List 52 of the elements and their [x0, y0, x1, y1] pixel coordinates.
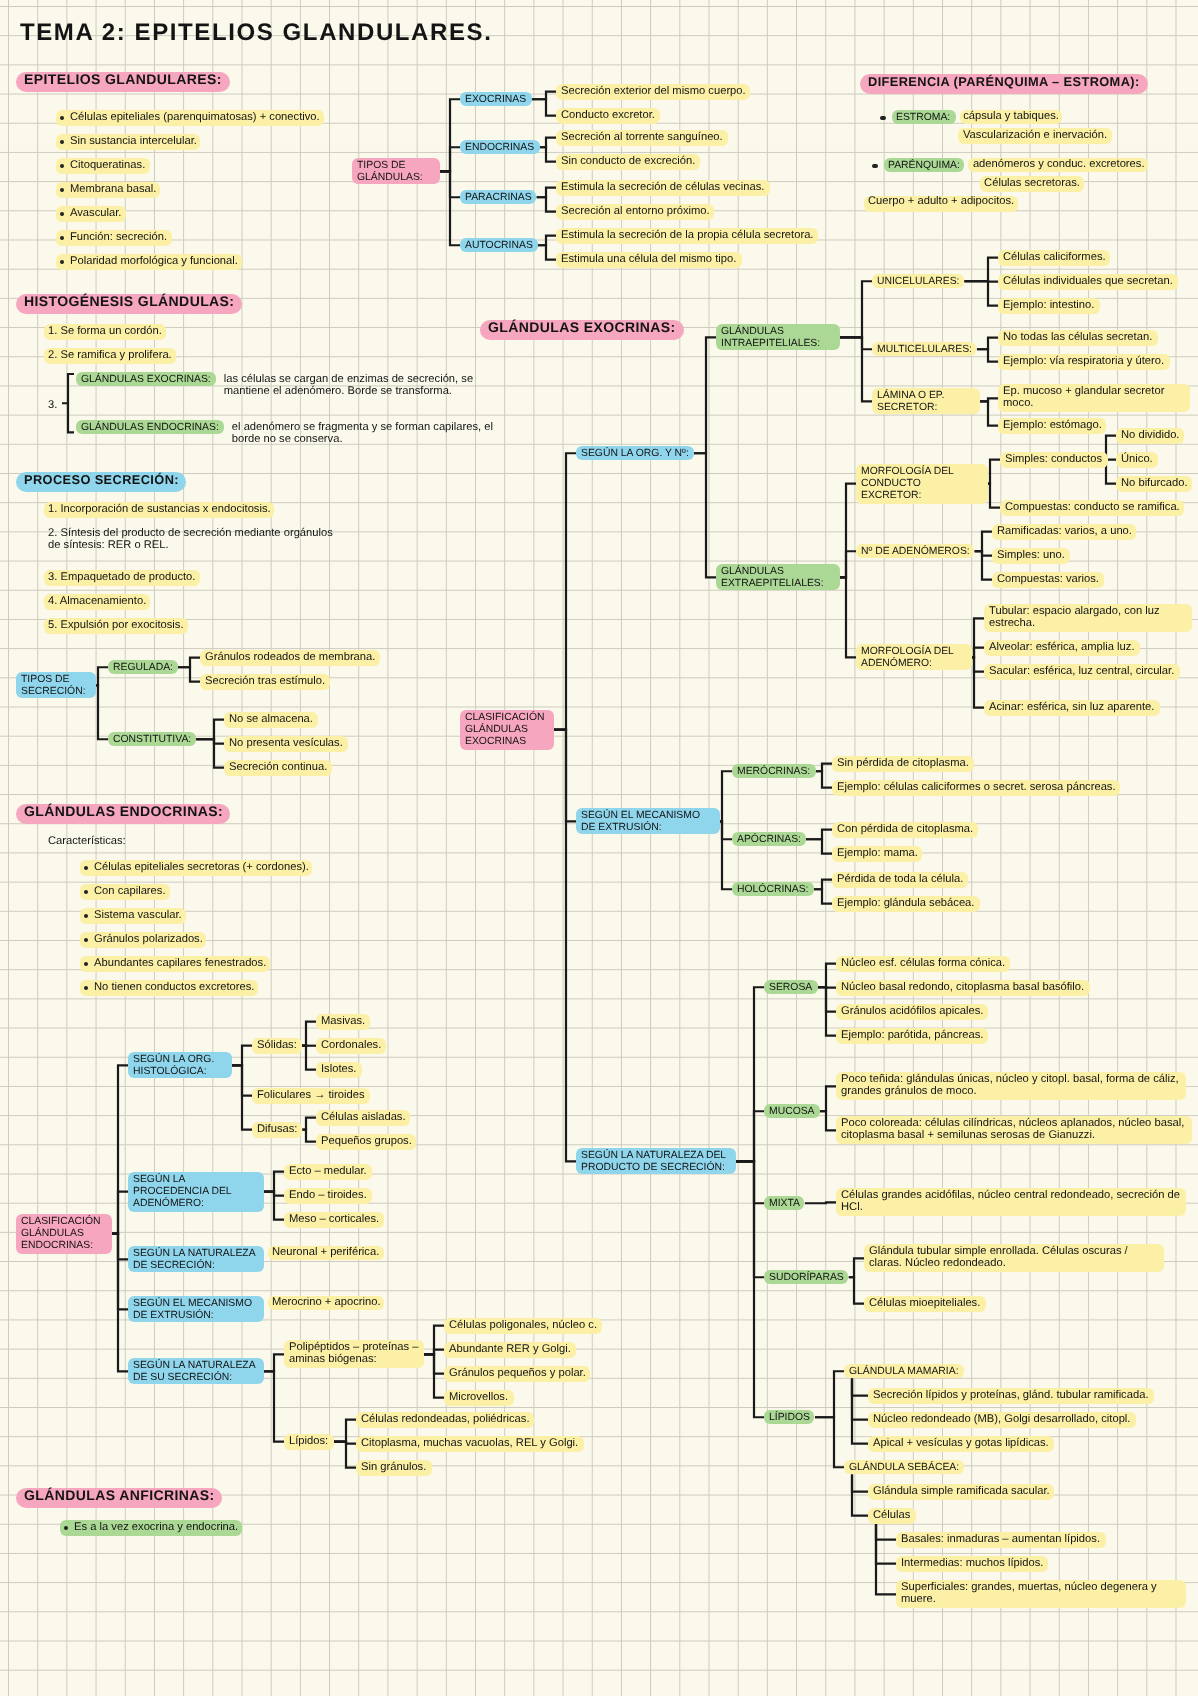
connector-line [815, 770, 832, 789]
connector-line [819, 1110, 836, 1132]
connector-line [719, 770, 732, 823]
connector-line [264, 1370, 284, 1443]
connector-line [424, 1353, 444, 1399]
connector-line [840, 550, 856, 579]
connector-line [736, 1160, 764, 1419]
connector-line [440, 170, 460, 247]
connector-line [814, 1416, 844, 1469]
connector-line [817, 986, 836, 1037]
connector-line [813, 888, 832, 905]
connector-line [302, 1128, 316, 1143]
connector-line [301, 1044, 316, 1071]
connector-line [980, 400, 998, 427]
connector-line [302, 1116, 316, 1131]
connector-line [974, 550, 992, 581]
connector-line [850, 1474, 868, 1517]
connector-line [840, 336, 872, 403]
connector-line [971, 646, 984, 659]
connector-line [693, 452, 716, 579]
connector-line [177, 666, 200, 683]
connector-line [554, 728, 576, 1163]
connector-line [95, 666, 108, 687]
connector-line [539, 146, 556, 163]
connector-line [874, 1523, 896, 1596]
connector-line [333, 1440, 356, 1469]
connector-line [539, 136, 556, 149]
connector-line [850, 1378, 868, 1445]
connector-line [804, 1201, 836, 1205]
page-title: TEMA 2: EPITELIOS GLANDULARES. [20, 18, 493, 46]
connector-line [848, 1276, 864, 1305]
connector-line [531, 98, 556, 117]
connector-line [806, 838, 832, 855]
connector-line [196, 738, 224, 769]
connector-line [976, 348, 998, 363]
connector-line [815, 762, 832, 773]
connector-line [987, 458, 1000, 485]
connector-line [301, 1020, 316, 1047]
connector-line [840, 576, 856, 659]
connector-line [232, 1064, 252, 1131]
connector-line [537, 244, 556, 261]
connector-line [719, 820, 732, 891]
connector-line [264, 1190, 284, 1221]
connector-line [987, 482, 1000, 509]
connector-line [112, 1190, 128, 1235]
connector-line [536, 196, 556, 213]
connector-line [848, 1257, 864, 1279]
connector-line [112, 1232, 128, 1373]
connector-line [964, 280, 998, 307]
connector-line [95, 684, 108, 741]
connector-line [971, 656, 984, 709]
connector-line [819, 1085, 836, 1113]
